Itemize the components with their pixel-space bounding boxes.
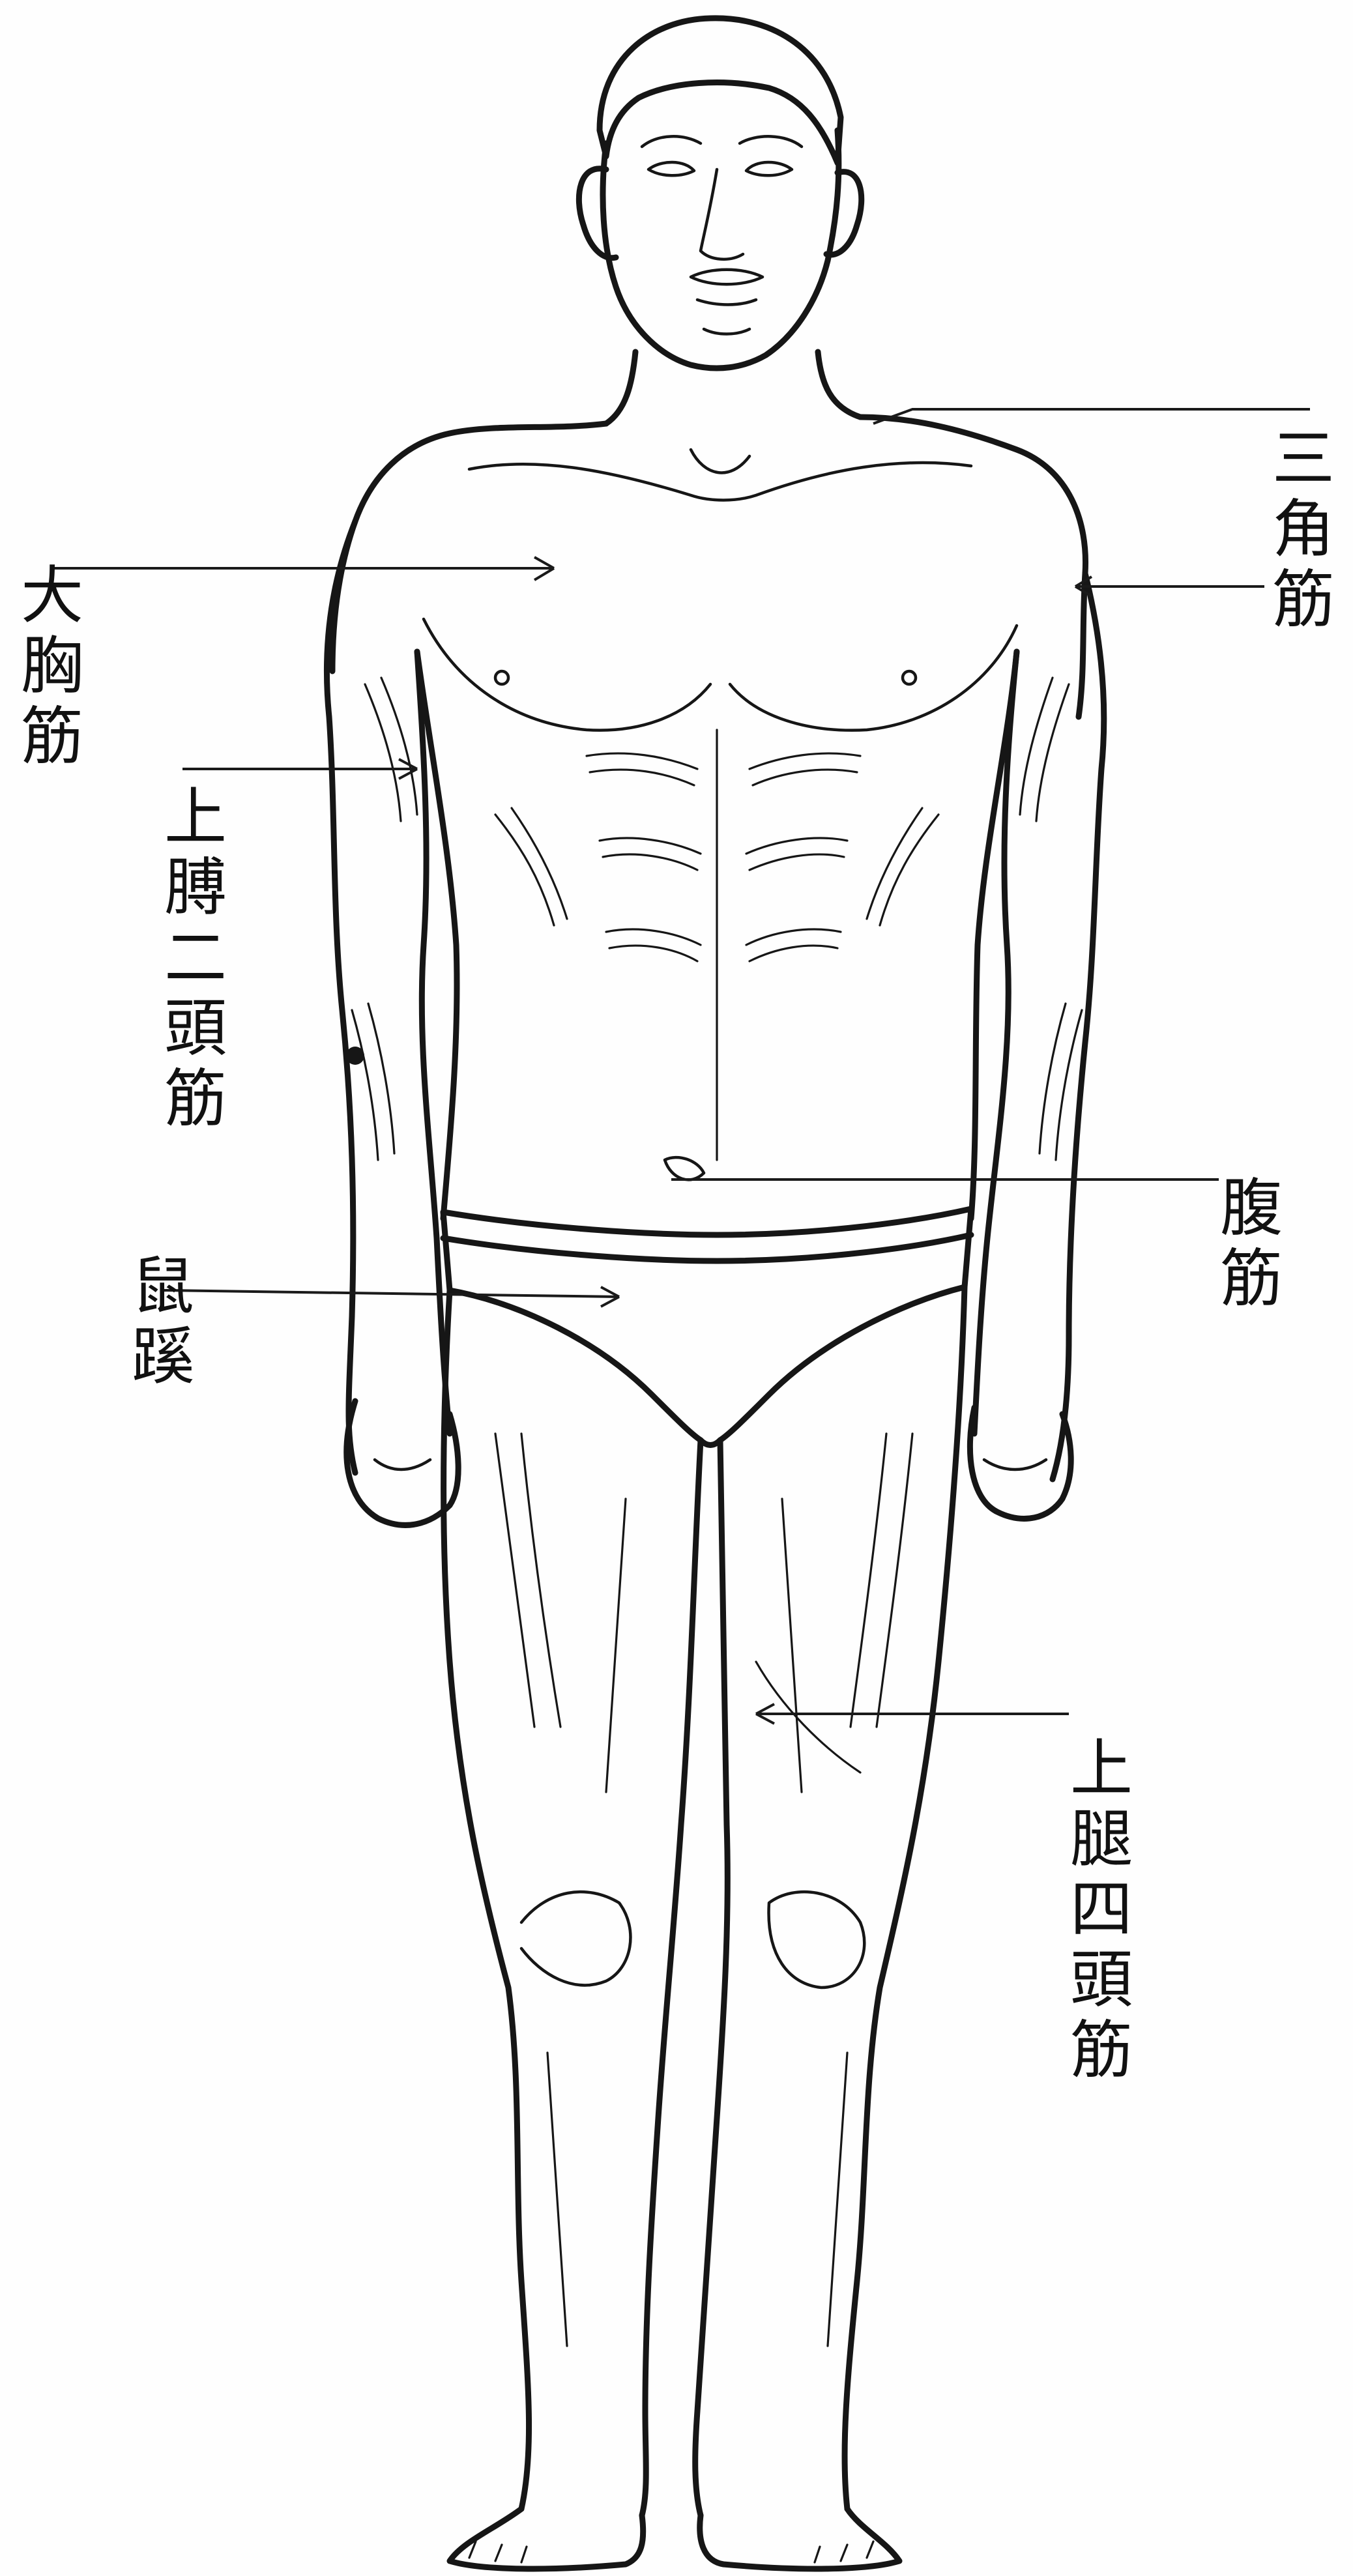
- leader-lines: [52, 409, 1310, 1724]
- inguinal-leader: [163, 1290, 619, 1297]
- briefs-drawing: [443, 1209, 971, 1445]
- label-pectoralis-major: 大胸筋: [13, 560, 91, 772]
- label-biceps: 上膊二頭筋: [156, 782, 235, 1134]
- deltoid-leader-1: [873, 409, 1310, 424]
- label-inguinal: 鼠蹊: [124, 1251, 202, 1392]
- label-deltoid-text: 三角筋: [1264, 424, 1343, 635]
- label-biceps-text: 上膊二頭筋: [156, 782, 235, 1134]
- torso-drawing: [332, 352, 1086, 1219]
- label-abdominal-text: 腹筋: [1212, 1173, 1290, 1314]
- label-pectoralis-major-text: 大胸筋: [13, 560, 91, 772]
- head-drawing: [579, 18, 861, 368]
- label-quadriceps-text: 上腿四頭筋: [1062, 1733, 1141, 2085]
- label-deltoid: 三角筋: [1264, 424, 1343, 635]
- label-abdominal: 腹筋: [1212, 1173, 1290, 1314]
- legs-drawing: [444, 1287, 965, 2569]
- label-quadriceps: 上腿四頭筋: [1062, 1733, 1141, 2085]
- label-inguinal-text: 鼠蹊: [124, 1251, 202, 1392]
